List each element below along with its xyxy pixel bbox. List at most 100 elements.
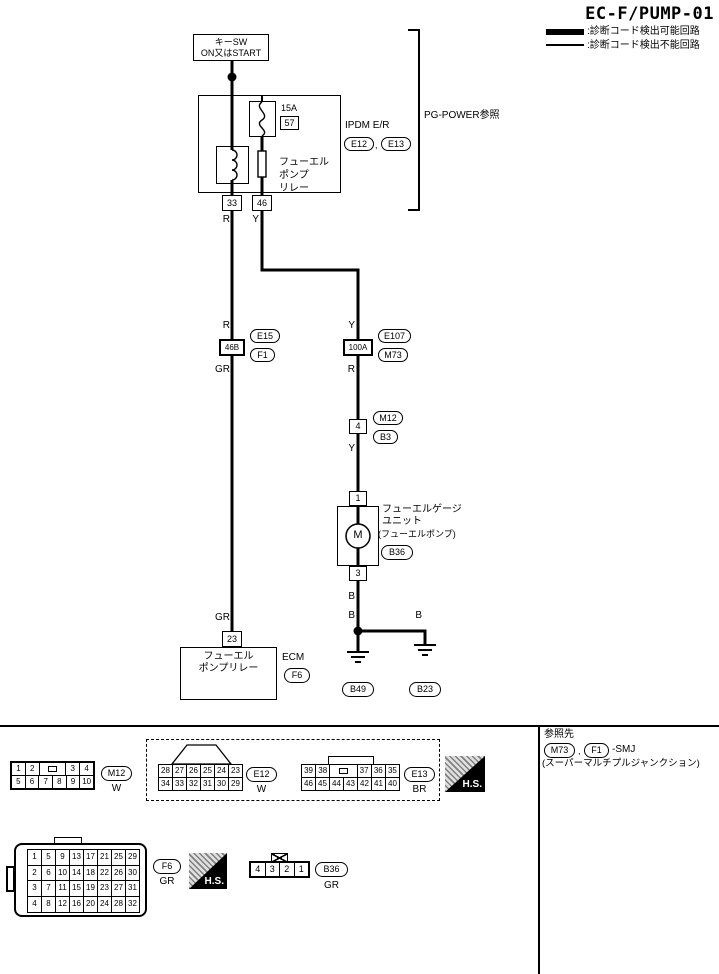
connector-pin-cell: 45 (316, 777, 330, 790)
reference-note: (スーパーマルチプルジャンクション) (542, 758, 700, 769)
hs-icon-text: H.S. (204, 876, 224, 887)
connector-pin-cell: 4 (80, 763, 93, 776)
legend-thin-line (546, 44, 584, 46)
pg-power-bracket (408, 29, 420, 211)
connector-pin-cell: 25 (201, 765, 215, 778)
ecm-signal-line2: ポンプリレー (198, 663, 259, 674)
connector-pin-cell: 32 (187, 777, 201, 790)
fuse-symbol (258, 101, 266, 137)
connector-pin-cell: 9 (56, 850, 70, 866)
connector-pin-cell: 29 (231, 778, 240, 788)
m12-connector-label: M12 (101, 766, 132, 781)
f6-connector-label: F6 (153, 859, 181, 874)
fuse-number-box: 57 (280, 116, 299, 130)
connector-pin-cell: 22 (98, 865, 112, 881)
ecm-box: フューエル ポンプリレー (180, 647, 277, 700)
relay-name-line1: フューエル (279, 157, 329, 168)
ground-symbol-left (347, 651, 369, 663)
connector-pin-cell: 3 (266, 863, 280, 876)
wire-color-label: R (347, 364, 355, 375)
connector-pin-cell: 30 (126, 866, 139, 881)
connector-f1: F1 (250, 348, 275, 362)
motor-letter: M (353, 529, 363, 541)
ecm-pin-23: 23 (222, 631, 242, 647)
connector-pin-cell: 15 (70, 881, 84, 897)
reference-connector-f1: F1 (584, 743, 609, 758)
connector-m73: M73 (378, 348, 408, 362)
harness-pin-4: 4 (349, 419, 367, 434)
connector-pin-cell: 37 (357, 765, 372, 778)
relay-contact-symbol (257, 150, 267, 178)
connector-e15: E15 (250, 329, 280, 343)
power-source-line1: キーSW (214, 37, 248, 47)
e12-connector-label: E12 (246, 767, 277, 782)
connector-pin-cell: 6 (26, 775, 40, 788)
relay-name-line2: ポンプ (279, 170, 309, 181)
junction-dot-top (227, 72, 237, 82)
connector-pin-cell: 6 (42, 865, 56, 881)
page-title: EC-F/PUMP-01 (585, 4, 714, 24)
ipdm-connector-e12: E12 (344, 137, 374, 151)
junction-dot-ground (353, 626, 363, 636)
relay-coil-box (216, 146, 249, 184)
pump-label-line2: ユニット (382, 516, 422, 527)
pump-pin-3: 3 (349, 566, 367, 581)
relay-name-line3: リレー (279, 183, 309, 194)
power-source-box: キーSW ON又はSTART (193, 34, 269, 61)
connector-pin-cell: 38 (316, 765, 331, 778)
ipdm-unit-box (198, 95, 341, 193)
connector-pin-cell: 18 (84, 865, 98, 881)
smj-dashed-box (146, 739, 440, 801)
connector-pin-cell: 14 (70, 865, 84, 881)
power-source-line2: ON又はSTART (200, 48, 262, 58)
reference-separator: , (578, 746, 581, 756)
smj-pin-46b: 46B (219, 339, 245, 356)
connector-pin-cell: 4 (28, 896, 42, 912)
fuel-pump-unit-box (337, 506, 379, 566)
connector-pin-cell: 7 (42, 881, 56, 897)
connector-pin-cell: 2 (28, 865, 42, 881)
connector-pin-cell: 25 (112, 850, 126, 866)
legend-undetectable-label: :診断コード検出不能回路 (587, 40, 700, 51)
connector-pin-cell: 30 (215, 777, 229, 790)
connector-pin-cell: 7 (39, 775, 54, 788)
ipdm-pin-33: 33 (222, 195, 242, 211)
connector-pin-cell: 24 (98, 896, 112, 912)
wire-color-label: Y (348, 320, 355, 331)
motor-symbol (345, 523, 371, 549)
connector-pin-cell: 21 (98, 850, 112, 866)
hs-view-icon: H.S. (189, 853, 227, 889)
connector-pin-cell: 9 (67, 775, 81, 788)
reference-smj-suffix: -SMJ (612, 744, 636, 755)
wire-color-label: B (415, 610, 422, 621)
connector-f6: F6 (284, 668, 310, 683)
b36-connector-label: B36 (315, 862, 348, 877)
ground-b49: B49 (342, 682, 374, 697)
connector-pin-cell: 31 (126, 881, 139, 897)
connector-pin-cell: 1 (298, 864, 304, 874)
b36-connector-color: GR (324, 880, 339, 891)
connector-pin-cell: 1 (28, 850, 42, 866)
f6-connector-color: GR (159, 876, 175, 887)
connector-pin-cell: 10 (82, 776, 92, 786)
ipdm-unit-name: IPDM E/R (345, 120, 390, 131)
connector-pin-cell: 12 (56, 896, 70, 912)
connector-b36: B36 (381, 545, 413, 560)
ground-symbol-right (414, 644, 436, 656)
connector-pin-cell: 42 (358, 777, 372, 790)
connector-pin-cell: 5 (12, 775, 26, 788)
connector-pin-cell: 23 (229, 765, 242, 778)
connector-pin-cell: 16 (70, 896, 84, 912)
circuit-wires (230, 60, 427, 652)
connector-pin-cell: 20 (84, 896, 98, 912)
connector-pin-cell: 8 (53, 775, 67, 788)
